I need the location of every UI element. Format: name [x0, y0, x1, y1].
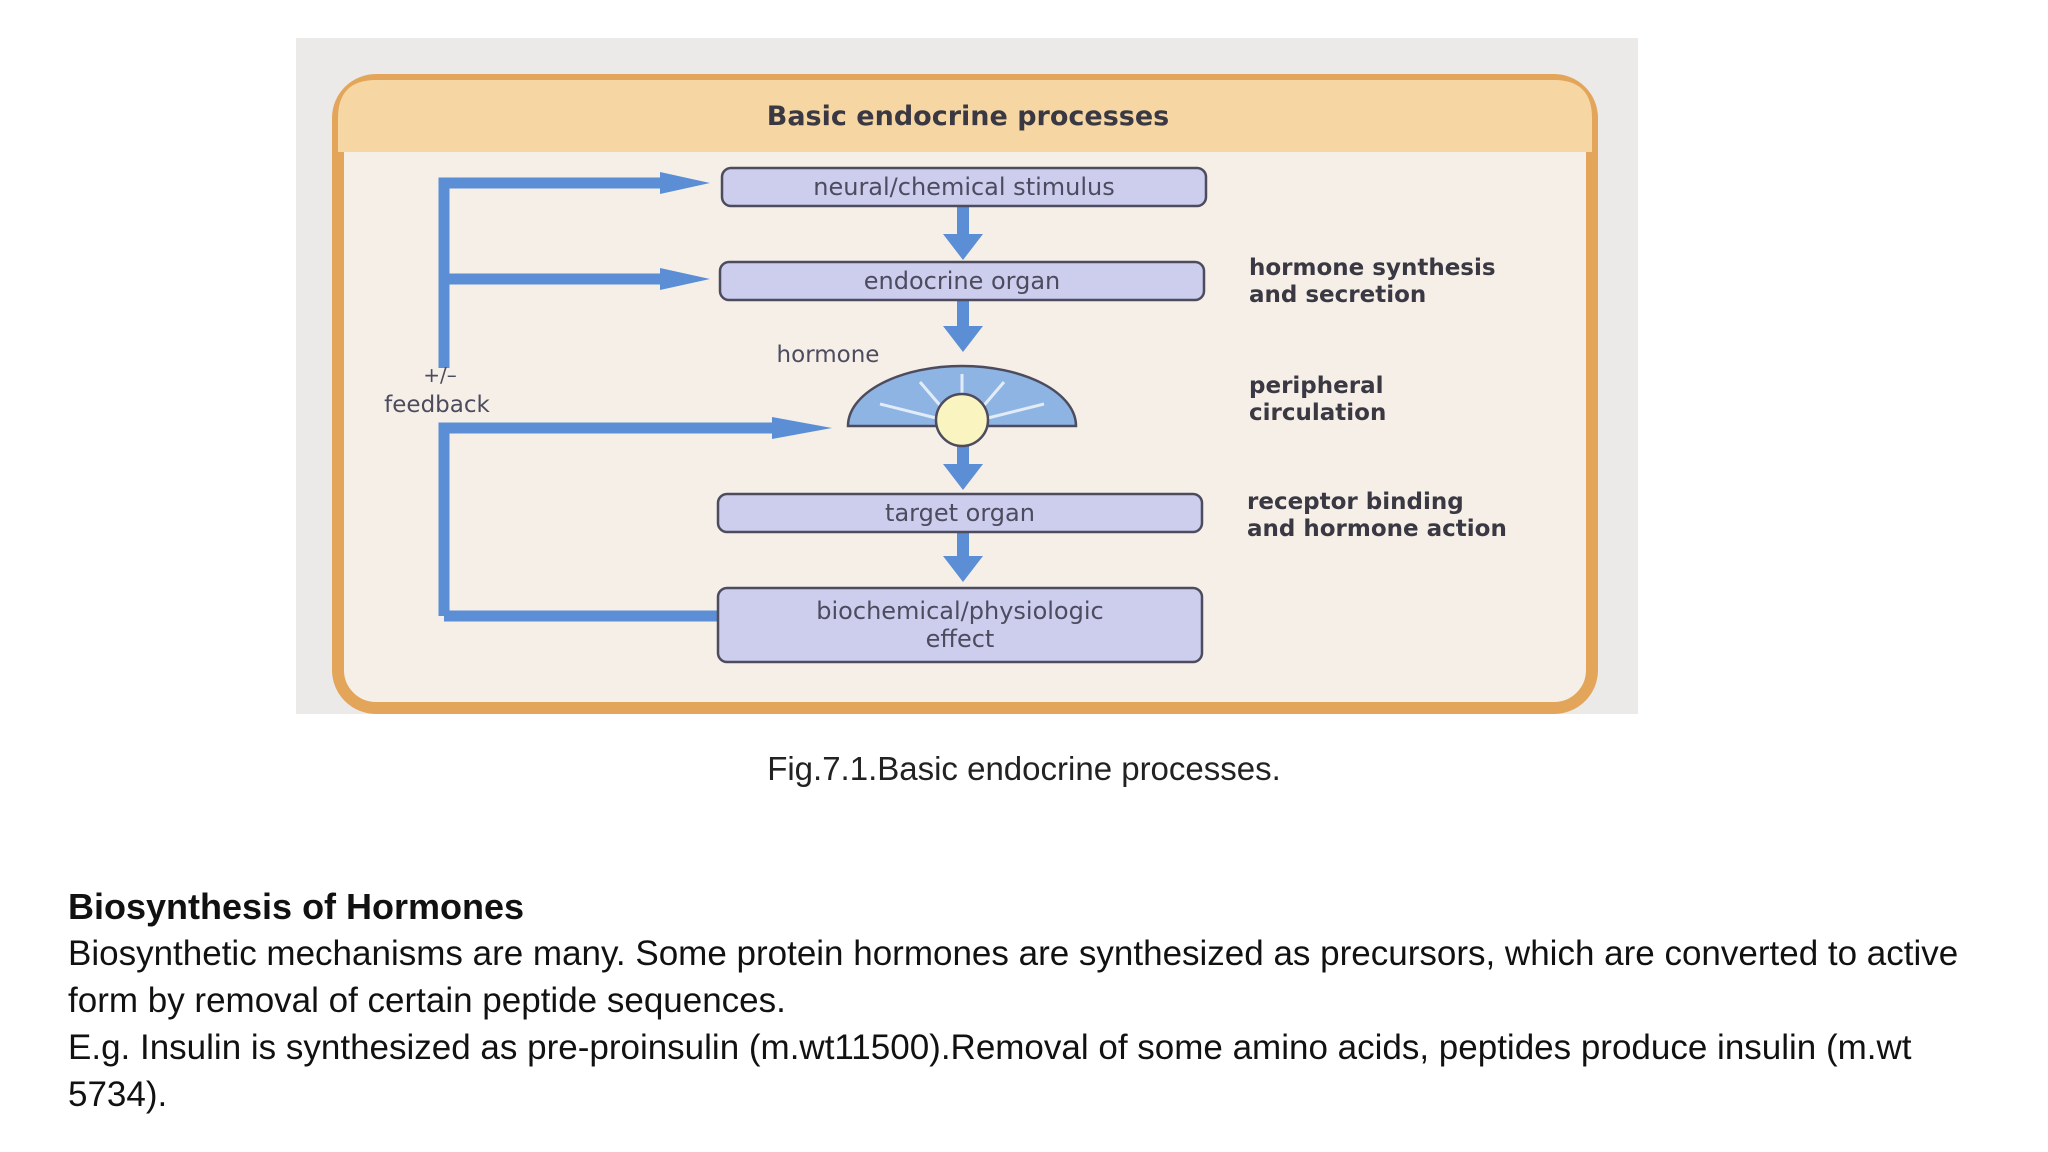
endocrine-organ-label: endocrine organ — [864, 267, 1061, 295]
circulation-label-line2: circulation — [1249, 400, 1386, 426]
stimulus-box — [720, 166, 1208, 208]
receptor-label-line2: and hormone action — [1247, 516, 1507, 542]
target-organ-box — [716, 492, 1204, 534]
effect-label-line2: effect — [926, 625, 995, 653]
section-heading: Biosynthesis of Hormones — [68, 886, 525, 927]
feedback-arrowheads — [660, 172, 832, 439]
diagram-header-band — [338, 80, 1592, 152]
endocrine-organ-box — [718, 260, 1206, 302]
body-paragraph-1: Biosynthetic mechanisms are many. Some p… — [68, 934, 1959, 1020]
diagram-title: Basic endocrine processes — [767, 101, 1169, 132]
synthesis-label-line1: hormone synthesis — [1249, 255, 1496, 281]
receptor-label-line1: receptor binding — [1247, 489, 1464, 515]
effect-box — [716, 586, 1204, 664]
hormone-release-icon — [846, 364, 1078, 448]
hormone-label: hormone — [777, 342, 880, 368]
synthesis-label-line2: and secretion — [1249, 282, 1426, 308]
circulation-label-line1: peripheral — [1249, 373, 1383, 399]
target-organ-label: target organ — [885, 499, 1035, 527]
body-paragraph-2: E.g. Insulin is synthesized as pre-proin… — [68, 1028, 1912, 1114]
figure-caption: Fig.7.1.Basic endocrine processes. — [767, 750, 1281, 787]
arrow-to-stimulus — [660, 172, 710, 194]
feedback-sign: +/– — [423, 363, 457, 387]
arrow-to-hormone — [772, 417, 832, 439]
hormone-circle — [934, 392, 990, 448]
feedback-label: feedback — [384, 392, 490, 418]
body-text-block: Biosynthesis of Hormones Biosynthetic me… — [68, 883, 1998, 1118]
side-labels: hormone synthesis and secretion peripher… — [1247, 255, 1507, 542]
effect-label-line1: biochemical/physiologic — [816, 597, 1103, 625]
arrow-to-endocrine-organ — [660, 268, 710, 290]
feedback-loop-lines — [438, 177, 790, 622]
stimulus-label: neural/chemical stimulus — [813, 173, 1115, 201]
